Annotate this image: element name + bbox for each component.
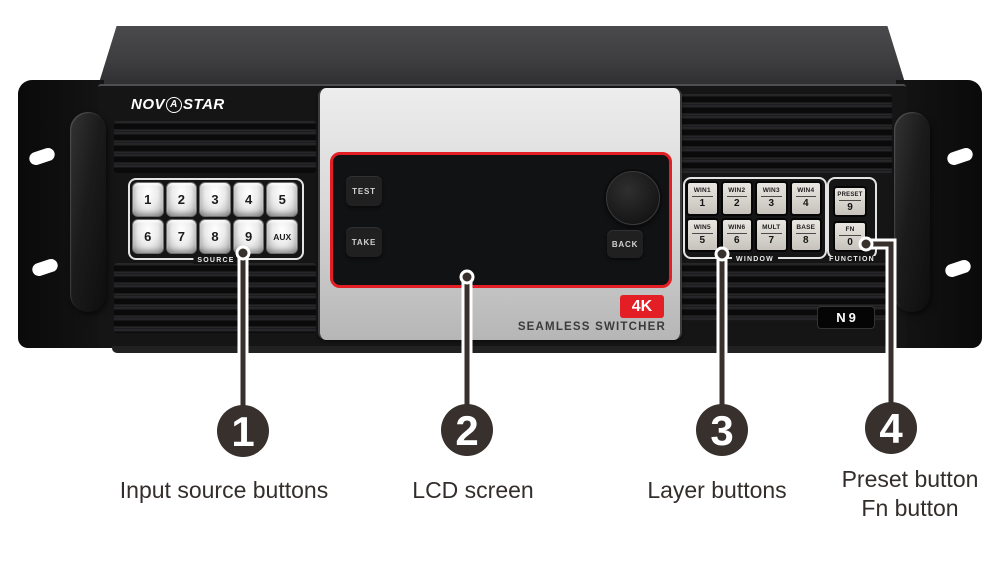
key-label: FN: [845, 225, 855, 233]
source-button-4: 4: [232, 182, 265, 217]
function-group-label: FUNCTION: [825, 256, 879, 263]
back-button: BACK: [607, 230, 643, 258]
source-button-2: 2: [165, 182, 198, 217]
rotary-knob: [606, 171, 660, 225]
callout-3-circle: [696, 404, 748, 456]
key-label: WIN3: [762, 187, 780, 195]
4k-badge: 4K: [620, 295, 664, 318]
key-number: 6: [726, 232, 747, 247]
callout-4-number: 4: [879, 405, 903, 452]
callout-1-label: Input source buttons: [119, 477, 329, 503]
key-number: 3: [761, 196, 782, 210]
vent-grille: [114, 263, 316, 333]
mounting-hole: [30, 257, 60, 278]
source-button-3: 3: [199, 182, 231, 217]
key-number: 1: [692, 196, 713, 210]
key-label: PRESET: [837, 191, 863, 198]
key-label: WIN1: [693, 187, 711, 195]
source-button-8: 8: [199, 219, 231, 254]
key-number: 9: [839, 199, 861, 214]
callout-2-label: LCD screen: [412, 477, 534, 503]
window-group-label: WINDOW: [732, 256, 778, 263]
callout-3-number: 3: [710, 407, 733, 454]
take-button: TAKE: [346, 227, 382, 257]
source-button-5: 5: [266, 182, 298, 217]
source-button-group: SOURCE: [128, 178, 304, 264]
logo-text-right: STAR: [183, 96, 225, 113]
model-badge-n9: N9: [817, 306, 875, 329]
callout-2-number: 2: [455, 407, 478, 454]
callout-4-circle: [865, 402, 917, 454]
mounting-hole: [27, 146, 57, 167]
rack-handle-right: [894, 112, 930, 312]
key-number: 4: [795, 196, 816, 210]
mounting-hole: [945, 146, 975, 167]
seamless-switcher-label: SEAMLESS SWITCHER: [517, 321, 666, 333]
callout-3-label: Layer buttons: [647, 477, 787, 503]
logo-circled-a: A: [166, 96, 183, 113]
source-button-aux: AUX: [266, 219, 298, 254]
key-label: WIN5: [693, 223, 711, 231]
test-button: TEST: [346, 176, 382, 206]
key-label: WIN6: [728, 223, 746, 231]
function-button-group: FUNCTION: [825, 177, 879, 263]
callout-1-number: 1: [231, 408, 254, 455]
key-label: MULT: [762, 223, 781, 231]
rack-handle-left: [70, 112, 106, 312]
key-number: 0: [839, 234, 861, 249]
callout-4-label-line1: Preset button: [841, 466, 979, 492]
device-base-shadow: [112, 346, 892, 353]
key-label: WIN4: [797, 187, 815, 195]
logo-text-left: NOV: [131, 96, 166, 113]
source-button-6: 6: [132, 219, 164, 254]
source-button-1: 1: [132, 182, 164, 217]
callout-4-label-line2: Fn button: [861, 495, 959, 522]
callout-1-circle: [217, 405, 269, 457]
source-button-7: 7: [165, 219, 198, 254]
source-group-label: SOURCE: [193, 257, 239, 264]
mounting-hole: [943, 258, 973, 279]
key-label: WIN2: [728, 187, 746, 195]
callout-2-circle: [441, 404, 493, 456]
device-top-panel: [98, 26, 906, 86]
key-number: 8: [795, 232, 816, 247]
callout-4-label: Preset button Fn button: [812, 465, 1000, 524]
lcd-screen: [330, 152, 672, 288]
key-label: BASE: [796, 223, 816, 231]
window-button-group: WINDOW: [683, 177, 827, 263]
vent-grille: [114, 121, 316, 173]
key-number: 7: [761, 232, 782, 247]
source-button-grid: 1 2 3 4 5 6 7 8 9 AUX: [132, 182, 298, 254]
key-number: 5: [692, 232, 713, 247]
vent-grille: [678, 94, 892, 174]
key-number: 2: [726, 196, 747, 210]
source-button-9: 9: [232, 219, 265, 254]
